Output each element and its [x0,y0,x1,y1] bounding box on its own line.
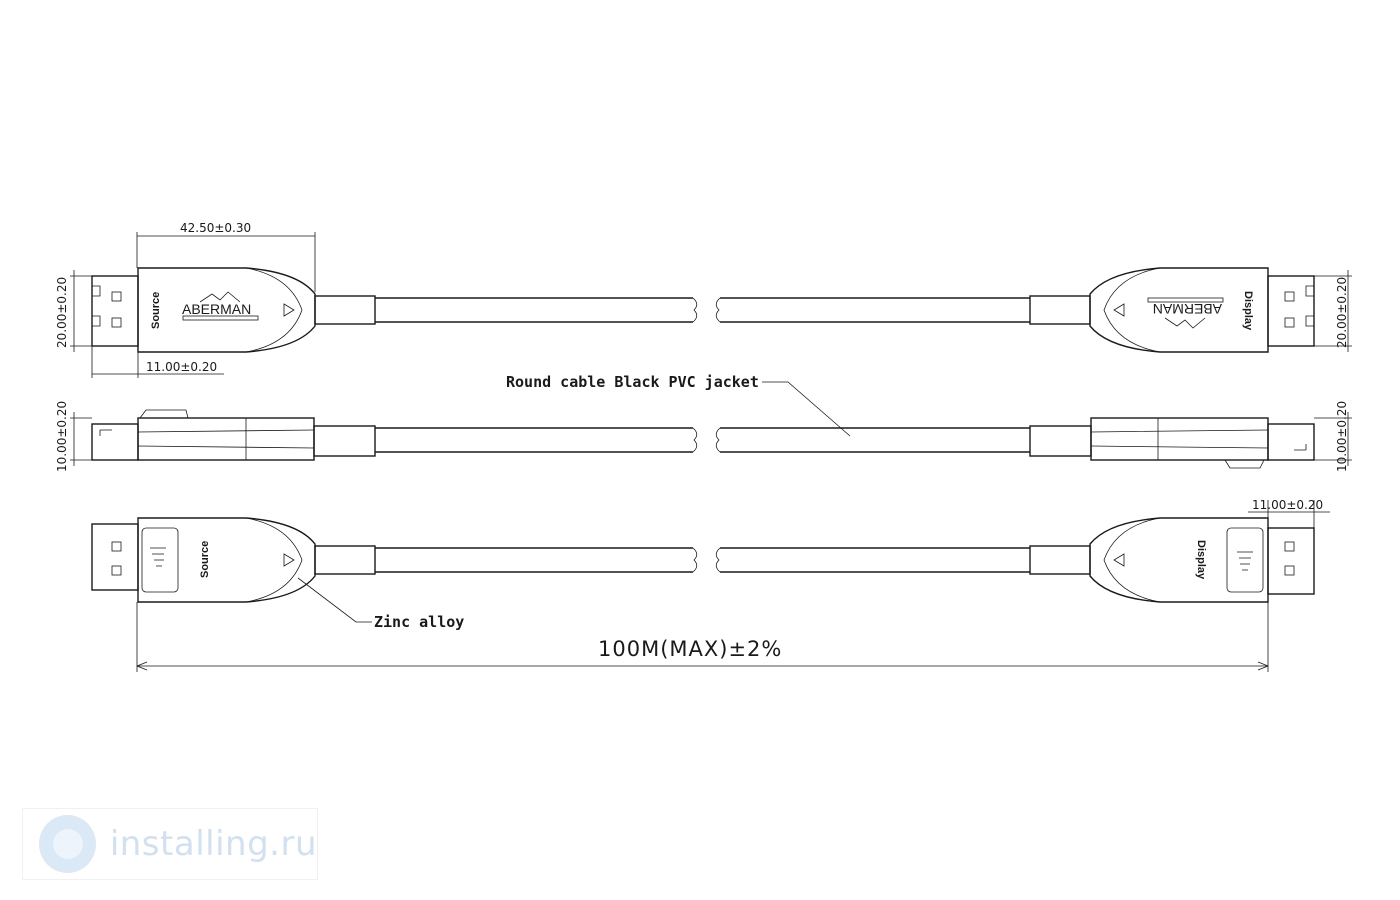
right-connector-bottom [1029,517,1315,603]
label-display-top: Display [1242,291,1254,331]
dim-left-side-thickness: 10.00±0.20 [55,401,69,472]
brand-left: ABERMAN [182,301,251,317]
callout-housing: Zinc alloy [374,613,464,631]
watermark: installing.ru [22,808,318,880]
dim-left-tip-length: 11.00±0.20 [146,360,217,374]
callout-cable: Round cable Black PVC jacket [506,373,759,391]
dim-right-tip-length: 11.00±0.20 [1252,498,1323,512]
right-connector-top [1029,267,1315,353]
side-dimension-lines [70,412,1352,466]
left-connector-bottom [91,517,376,603]
housing-callout-leader [297,577,372,623]
bottom-view [91,500,1330,672]
dim-right-side-thickness: 10.00±0.20 [1335,401,1349,472]
label-display-bottom: Display [1195,540,1207,580]
right-connector-side [1029,417,1315,469]
top-view [70,232,1352,378]
side-view [70,381,1352,469]
dim-top-plug-length: 42.50±0.30 [180,221,251,235]
label-source-bottom: Source [199,541,211,578]
bottom-dimension-lines [136,500,1330,672]
left-connector-side [91,409,376,461]
watermark-text: installing.ru [109,824,317,864]
dim-right-plug-height: 20.00±0.20 [1335,277,1349,348]
dim-left-plug-height: 20.00±0.20 [55,277,69,348]
dim-total-length: 100M(MAX)±2% [598,637,782,661]
brand-right: ABERMAN [1153,301,1222,317]
left-connector-top [91,267,376,353]
top-dimension-lines [70,232,1352,378]
label-source-top: Source [150,292,162,329]
installing-logo-icon [39,815,96,873]
cable-callout-leader [762,381,851,437]
